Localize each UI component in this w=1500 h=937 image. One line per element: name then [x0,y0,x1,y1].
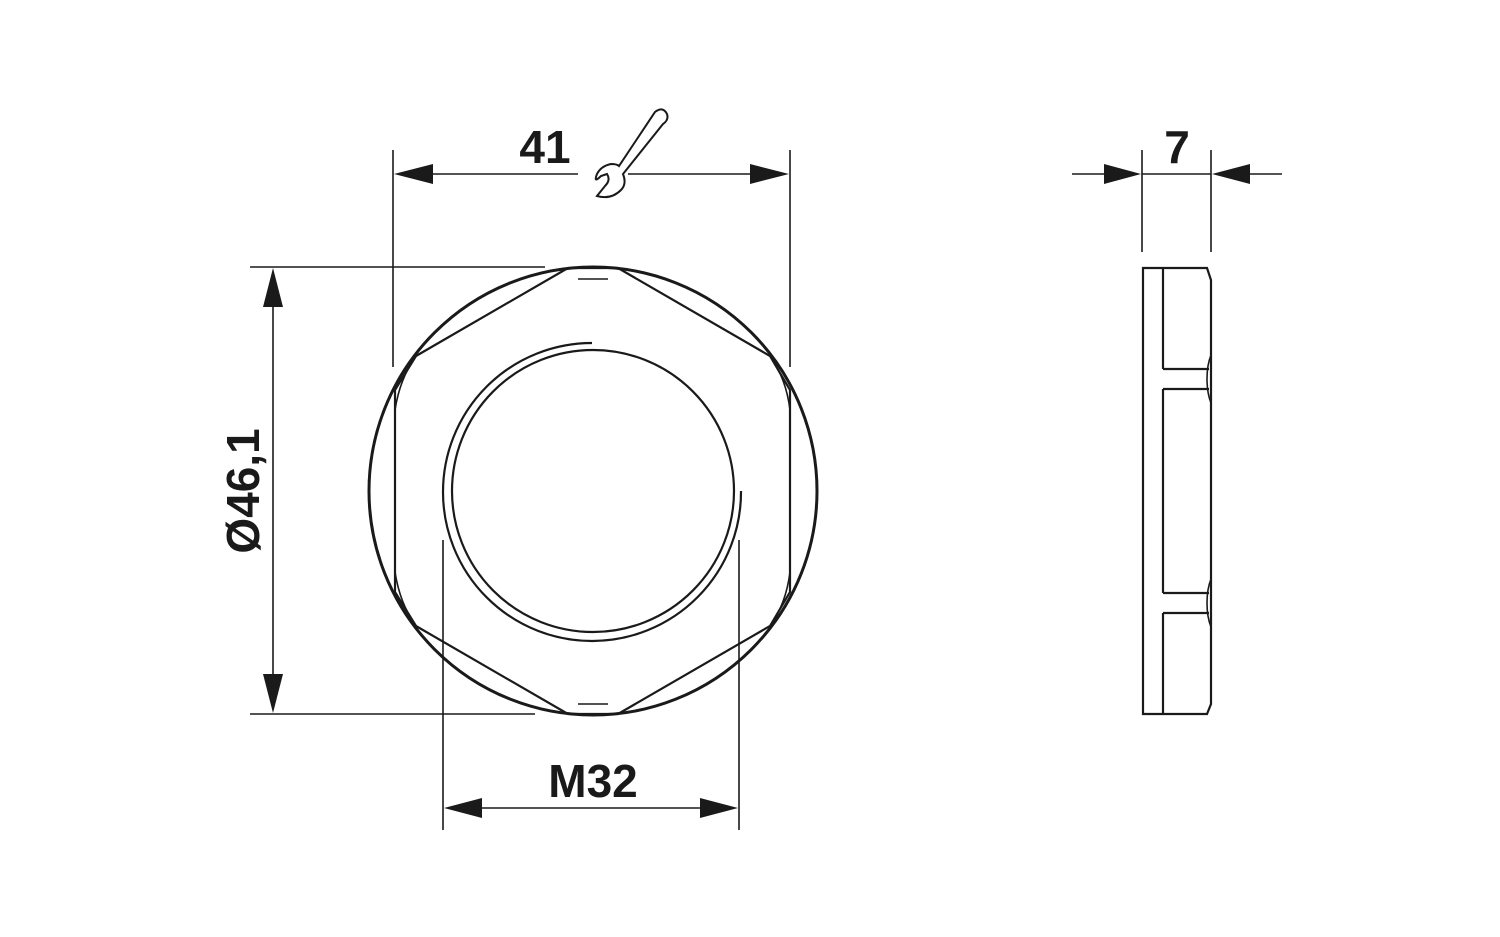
dimension-thread: M32 [442,540,740,830]
label-thread: M32 [548,755,637,807]
dimension-outer-diameter: Ø46,1 [217,266,545,715]
front-view [367,265,819,717]
side-view [1141,266,1213,716]
label-width-across-flats: 41 [519,121,570,173]
dimension-thickness: 7 [1072,121,1282,252]
dimension-width-across-flats: 41 [392,108,791,367]
outer-circle [367,265,819,717]
thread-arc [441,341,743,643]
chamfer-arc-tr [769,355,791,411]
label-outer-diameter: Ø46,1 [217,428,269,553]
wrench-icon [594,108,669,199]
chamfer-arc-bl [394,571,417,627]
hex-outline [393,266,792,716]
bore-circle [450,348,736,634]
label-thickness: 7 [1164,121,1190,173]
chamfer-arc-br [769,571,791,627]
chamfer-arc-tl [394,355,417,411]
